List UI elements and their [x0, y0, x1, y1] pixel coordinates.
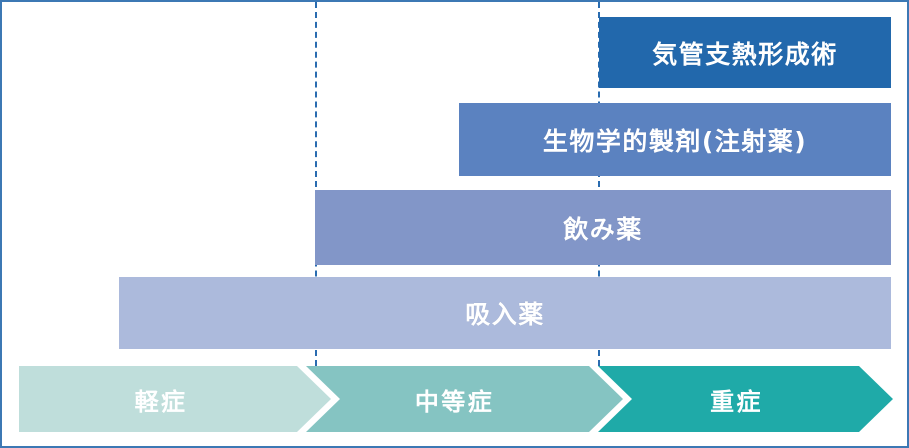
gridline-mild-moderate [315, 2, 317, 366]
severity-scale-axis: 軽症 中等症 重症 [19, 366, 893, 432]
severity-label-mild: 軽症 [134, 387, 188, 416]
bar-label-bronchial-thermoplasty: 気管支熱形成術 [652, 39, 838, 69]
severity-step-moderate: 中等症 [306, 366, 623, 432]
severity-label-moderate: 中等症 [414, 387, 495, 416]
bar-label-oral-medication: 飲み薬 [563, 214, 643, 244]
bar-label-inhaled-medication: 吸入薬 [465, 300, 545, 329]
bar-oral-medication: 飲み薬 [315, 190, 891, 265]
bar-bronchial-thermoplasty: 気管支熱形成術 [599, 17, 891, 88]
bar-inhaled-medication: 吸入薬 [119, 277, 891, 349]
severity-step-mild: 軽症 [19, 366, 331, 432]
severity-step-severe: 重症 [598, 366, 893, 432]
bar-biologics-injection: 生物学的製剤(注射薬) [459, 103, 891, 176]
gridline-moderate-severe [598, 2, 600, 366]
bar-label-biologics-injection: 生物学的製剤(注射薬) [542, 126, 808, 156]
severity-label-severe: 重症 [710, 387, 763, 416]
